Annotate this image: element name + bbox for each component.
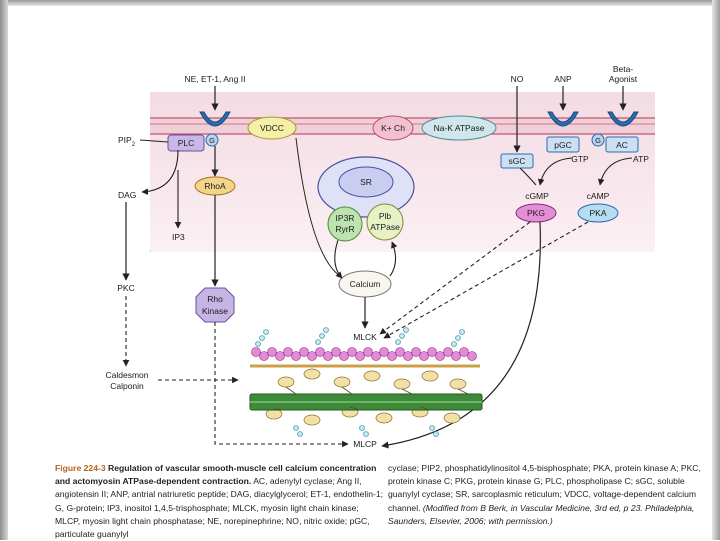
mlck-label: MLCK [353,332,377,342]
g-protein-1-label: G [209,136,215,145]
plb-atpase [366,203,404,241]
rhoa-label: RhoA [204,181,226,191]
rho-kinase-label-1: Rho [207,294,223,304]
pkg-node [515,203,557,223]
sr-inner [338,166,394,198]
pgc-label: pGC [554,140,571,150]
arrow-pkg-mlck [379,221,531,335]
dag-label: DAG [118,190,136,200]
ryr-label: RyrR [335,224,354,234]
nak-atpase-label: Na-K ATPase [434,123,485,133]
ip3r-channel [327,206,363,242]
slide-left-border [0,0,8,540]
caption-right-column: cyclase; PIP2, phosphatidylinositol 4,5-… [388,462,708,528]
agonist-beta-label-1: Beta- [613,64,633,74]
ip3r-label: IP3R [336,213,355,223]
cross-bridges [273,386,469,411]
receptor-anp [547,111,579,127]
pkc-label: PKC [117,283,134,293]
agonist-beta-label-2: Agonist [609,74,638,84]
caption-left-body: AC, adenylyl cyclase; Ang II, angiotensi… [55,476,384,540]
receptor-gpcr-1 [199,111,231,127]
cgmp-label: cGMP [525,191,549,201]
agonist-no-label: NO [511,74,524,84]
rho-kinase-label-2: Kinase [202,306,228,316]
actomyosin-filaments [249,327,483,437]
rho-kinase-node [195,287,235,323]
plb-label: Plb [379,211,392,221]
arrow-calcium-sr [389,241,398,277]
g-protein-1 [205,133,219,147]
agonist-anp-label: ANP [554,74,572,84]
sr-label: SR [360,177,372,187]
ac-box [605,136,639,153]
figure-title: Regulation of vascular smooth-muscle cel… [55,463,377,487]
arrow-pkg-mlcp [381,221,541,449]
vdcc-label: VDCC [260,123,284,133]
pkg-label: PKG [527,208,545,218]
line-vdcc-calcium [295,137,341,277]
sgc-label: sGC [509,156,526,166]
ac-label: AC [616,140,628,150]
k-channel [372,115,414,141]
sgc-box [500,153,534,169]
gtp-label: GTP [571,154,589,164]
pgc-box [546,136,580,153]
atpase-label: ATPase [370,222,400,232]
pka-node [577,203,619,223]
pip2-label: PIP2 [118,135,136,148]
receptor-beta [607,111,639,127]
actin-bead-row-top [251,347,477,361]
calcium-label: Calcium [350,279,381,289]
plc-label: PLC [178,138,195,148]
atp-label: ATP [633,154,649,164]
arrow-rhokinase-mlcp [214,322,349,448]
arrow-sgc-cgmp [519,167,537,186]
arrow-plc-dag [141,149,179,195]
nak-atpase [421,115,497,141]
vdcc-channel [247,116,297,140]
line-pip2-plc [139,139,169,143]
slide-top-border [0,0,720,6]
calponin-label: Calponin [110,381,144,391]
plc-box [167,134,205,152]
slide-right-border [712,0,720,540]
caldesmon-label: Caldesmon [106,370,149,380]
caption-left-column: Figure 224-3 Regulation of vascular smoo… [55,462,385,541]
k-channel-label: K+ Ch [381,123,405,133]
pka-label: PKA [589,208,606,218]
arrow-gtp-cgmp [537,157,573,186]
camp-label: cAMP [587,191,610,201]
caption-right-body: cyclase; PIP2, phosphatidylinositol 4,5-… [388,463,701,513]
myosin-light-chains [255,327,465,437]
g-protein-2 [591,133,605,147]
figure-number: Figure 224-3 [55,463,106,473]
agonist-ne-label: NE, ET-1, Ang II [185,74,246,84]
g-protein-2-label: G [595,136,601,145]
mlcp-label: MLCP [353,439,377,449]
caption-source: (Modified from B Berk, in Vascular Medic… [388,502,695,526]
ip3-label: IP3 [172,232,185,242]
arrow-atp-camp [597,157,633,186]
